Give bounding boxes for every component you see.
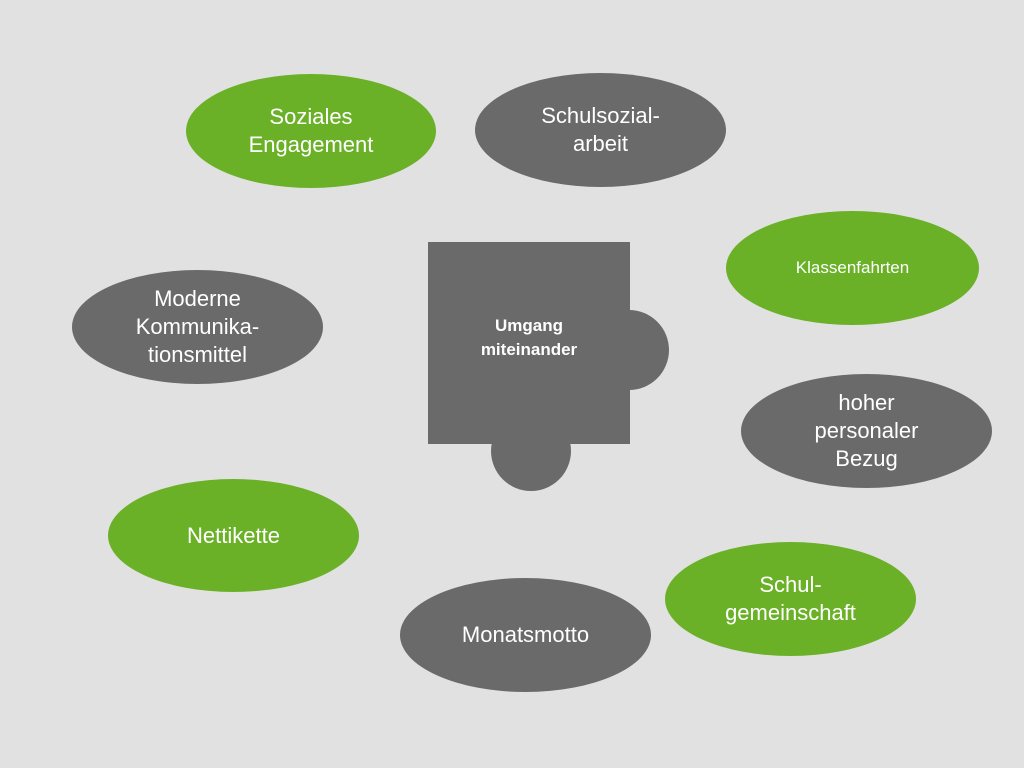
node-label: Monatsmotto — [461, 622, 590, 648]
node-label: Klassenfahrten — [795, 258, 910, 278]
node-moderne-kommunikationsmittel: Moderne Kommunika- tionsmittel — [72, 270, 323, 384]
node-label: Schul- gemeinschaft — [725, 572, 856, 625]
node-soziales-engagement: Soziales Engagement — [186, 74, 436, 188]
node-schulgemeinschaft: Schul- gemeinschaft — [665, 542, 916, 656]
node-nettikette: Nettikette — [108, 479, 359, 592]
center-puzzle-piece: Umgang miteinander — [428, 242, 670, 492]
puzzle-piece-shape — [428, 242, 669, 491]
node-hoher-personaler-bezug: hoher personaler Bezug — [741, 374, 992, 488]
center-label: Umgang miteinander — [480, 316, 578, 359]
node-label: Soziales Engagement — [248, 104, 374, 157]
node-klassenfahrten: Klassenfahrten — [726, 211, 979, 325]
node-label: Schulsozial- arbeit — [541, 103, 660, 156]
node-schulsozialarbeit: Schulsozial- arbeit — [475, 73, 726, 187]
node-label: Moderne Kommunika- tionsmittel — [135, 286, 260, 367]
node-label: Nettikette — [187, 522, 280, 548]
node-monatsmotto: Monatsmotto — [400, 578, 651, 692]
node-label: hoher personaler Bezug — [814, 390, 919, 471]
